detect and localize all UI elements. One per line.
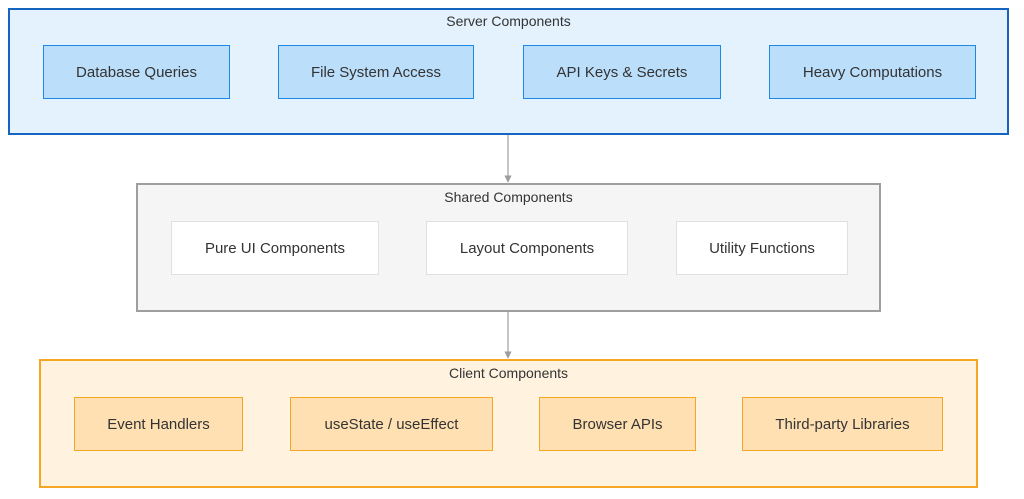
node-event-handlers[interactable]: Event Handlers	[74, 397, 243, 451]
server-components-group: Server Components Database Queries File …	[8, 8, 1009, 135]
shared-components-group: Shared Components Pure UI Components Lay…	[136, 183, 881, 312]
node-usestate-useeffect[interactable]: useState / useEffect	[290, 397, 493, 451]
node-browser-apis[interactable]: Browser APIs	[539, 397, 696, 451]
client-components-group: Client Components Event Handlers useStat…	[39, 359, 978, 488]
node-pure-ui-components[interactable]: Pure UI Components	[171, 221, 379, 275]
node-third-party-libraries[interactable]: Third-party Libraries	[742, 397, 943, 451]
node-heavy-computations[interactable]: Heavy Computations	[769, 45, 976, 99]
node-utility-functions[interactable]: Utility Functions	[676, 221, 848, 275]
node-api-keys-secrets[interactable]: API Keys & Secrets	[523, 45, 721, 99]
shared-components-title: Shared Components	[444, 189, 573, 205]
node-layout-components[interactable]: Layout Components	[426, 221, 628, 275]
node-file-system-access[interactable]: File System Access	[278, 45, 474, 99]
client-components-title: Client Components	[448, 365, 569, 381]
server-components-title: Server Components	[446, 13, 571, 29]
node-database-queries[interactable]: Database Queries	[43, 45, 230, 99]
